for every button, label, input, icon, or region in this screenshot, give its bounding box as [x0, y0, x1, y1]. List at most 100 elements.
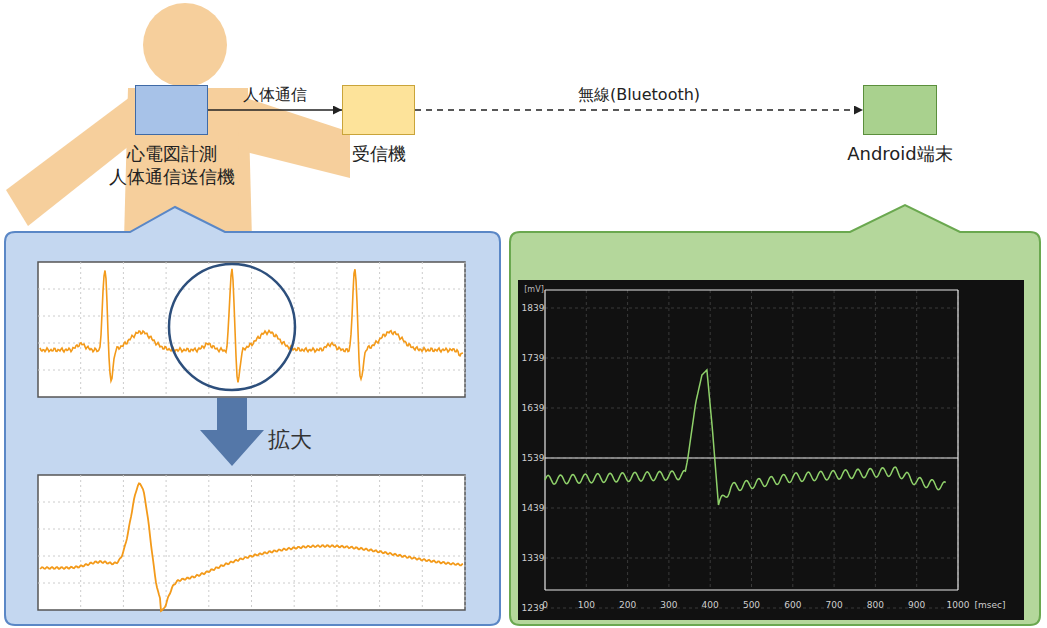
grid-line [80, 262, 81, 397]
device-caption: Android端末 [825, 142, 975, 165]
grid-line [38, 370, 465, 371]
axis-tick: 1639 [522, 403, 545, 413]
axis-tick: 900 [908, 600, 925, 610]
device-name: 受信機 [304, 142, 454, 165]
grid-line [251, 262, 252, 397]
ecg-trace [545, 370, 946, 505]
grid-line [751, 290, 752, 590]
axis-line [545, 457, 958, 458]
grid-line [545, 308, 958, 309]
grid-line [545, 508, 958, 509]
device-name: 心電図計測 人体通信送信機 [97, 142, 247, 189]
device-box: Android端末 [863, 85, 937, 135]
edge-label: 人体通信 [240, 85, 310, 106]
signal-arrow [208, 109, 342, 111]
grid-line [166, 475, 167, 610]
ecg-trace [40, 483, 463, 611]
phone-screen [518, 280, 1024, 620]
grid-line [422, 262, 423, 397]
chart-frame [38, 475, 465, 610]
grid-line [422, 475, 423, 610]
zoom-arrow [200, 398, 264, 466]
axis-tick: 400 [702, 600, 719, 610]
axis-tick: 700 [826, 600, 843, 610]
signal-arrow [415, 109, 863, 111]
chart-frame [38, 262, 465, 397]
axis-tick: 1439 [522, 503, 545, 513]
grid-line [38, 289, 465, 290]
drawing-part [208, 110, 863, 111]
grid-line [336, 262, 337, 397]
ecg-trace [40, 269, 463, 382]
axis-tick: 1000 [947, 600, 970, 610]
grid-line [294, 475, 295, 610]
device-box: 心電図計測 人体通信送信機 [135, 85, 208, 135]
grid-line [379, 262, 380, 397]
axis-line [545, 589, 958, 590]
grid-line [38, 583, 465, 584]
grid-line [336, 475, 337, 610]
axis-line [957, 290, 958, 590]
ecg-trace [545, 370, 946, 505]
grid-line [916, 290, 917, 590]
person-right-arm [238, 96, 350, 178]
grid-line [545, 358, 958, 359]
grid-line [208, 262, 209, 397]
person-figure [6, 3, 350, 240]
axis-tick: 200 [619, 600, 636, 610]
callout-panel [510, 205, 1040, 625]
grid-line [379, 475, 380, 610]
grid-line [875, 290, 876, 590]
grid-line [166, 262, 167, 397]
person-head [143, 3, 227, 87]
zoom-circle [169, 264, 295, 390]
grid-line [958, 290, 959, 590]
device-caption: 心電図計測 人体通信送信機 [97, 142, 247, 189]
grid-line [465, 262, 466, 397]
chart-grid [545, 290, 958, 608]
grid-line [251, 475, 252, 610]
device-caption: 受信機 [304, 142, 454, 165]
axis-unit: [msec] [975, 600, 1006, 610]
ecg-trace [40, 269, 463, 382]
axis-line [545, 289, 958, 290]
chart-grid [38, 262, 465, 610]
axis-tick: 1739 [522, 353, 545, 363]
grid-line [465, 475, 466, 610]
axis-tick: 1839 [522, 303, 545, 313]
axis-tick: 1239 [522, 603, 545, 613]
axis-tick: 300 [660, 600, 677, 610]
ecg-trace [40, 483, 463, 611]
grid-line [38, 529, 465, 530]
grid-line [792, 290, 793, 590]
grid-line [586, 290, 587, 590]
axis-tick: 1539 [522, 453, 545, 463]
axis-tick: 100 [578, 600, 595, 610]
axis-tick: 600 [784, 600, 801, 610]
person-left-arm [6, 94, 134, 226]
device-name: Android端末 [825, 142, 975, 165]
grid-line [38, 502, 465, 503]
edge-label: 無線(Bluetooth) [575, 85, 703, 106]
grid-line [710, 290, 711, 590]
axis-tick: 0 [542, 600, 548, 610]
grid-line [545, 408, 958, 409]
device-box: 受信機 [342, 85, 415, 135]
grid-line [834, 290, 835, 590]
callout-panel [5, 207, 500, 625]
grid-line [668, 290, 669, 590]
grid-line [545, 558, 958, 559]
grid-line [545, 458, 958, 459]
grid-line [80, 475, 81, 610]
axis-tick: 1339 [522, 553, 545, 563]
axis-tick: 500 [743, 600, 760, 610]
axis-line [544, 290, 545, 590]
grid-line [123, 475, 124, 610]
axis-tick: 800 [867, 600, 884, 610]
grid-line [123, 262, 124, 397]
grid-line [208, 475, 209, 610]
axis-unit: [mV] [524, 285, 544, 294]
grid-line [627, 290, 628, 590]
zoom-label: 拡大 [268, 425, 312, 455]
